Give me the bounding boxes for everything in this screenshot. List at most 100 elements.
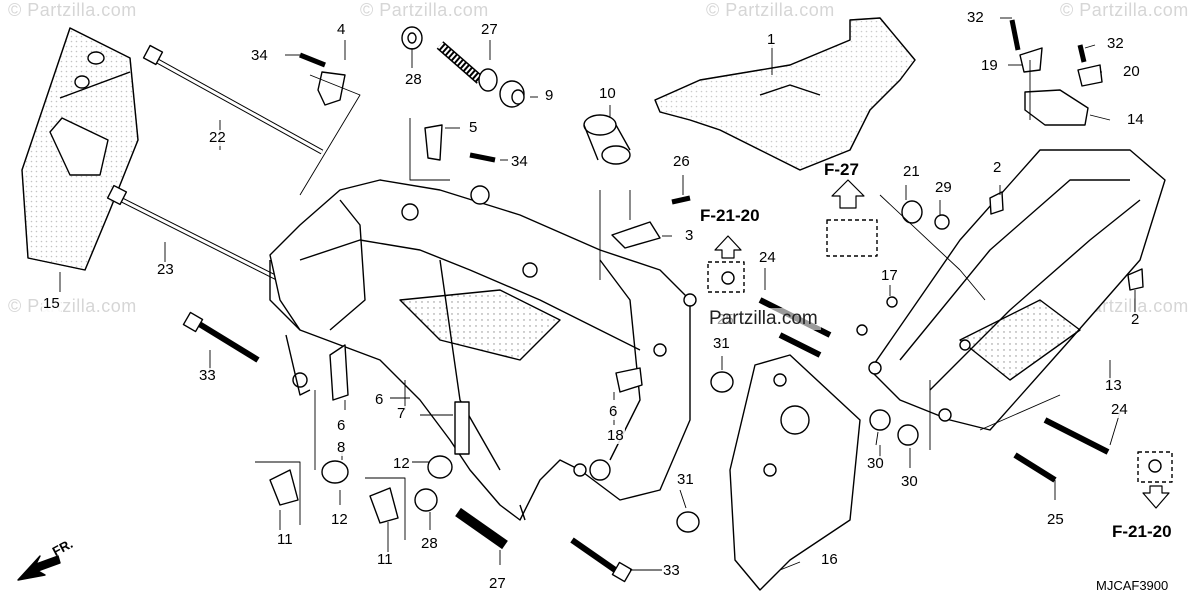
bolt-32b xyxy=(1077,44,1087,63)
cap-29 xyxy=(934,214,950,230)
part-number-28[interactable]: 28 xyxy=(404,71,423,88)
bolt-25 xyxy=(778,332,822,358)
collar-10 xyxy=(583,114,631,165)
figure-code: MJCAF3900 xyxy=(1096,578,1169,593)
part-number-22[interactable]: 22 xyxy=(208,129,227,146)
watermark-main: Partzilla.com xyxy=(706,308,821,330)
clamp-20 xyxy=(1077,64,1103,87)
part-number-31[interactable]: 31 xyxy=(712,335,731,352)
part-number-26[interactable]: 26 xyxy=(672,153,691,170)
part-number-17[interactable]: 17 xyxy=(880,267,899,284)
part-number-30[interactable]: 30 xyxy=(866,455,885,472)
watermark: © Partzilla.com xyxy=(360,0,489,20)
bracket-4 xyxy=(317,71,346,106)
watermark: © Partzilla.com xyxy=(1060,0,1189,20)
part-number-7[interactable]: 7 xyxy=(396,405,407,422)
bracket-5 xyxy=(424,124,443,161)
part-number-12[interactable]: 12 xyxy=(330,511,349,528)
nut-28 xyxy=(401,26,423,50)
ref-label-f2120[interactable]: F-21-20 xyxy=(700,206,760,225)
part-number-6[interactable]: 6 xyxy=(608,403,619,420)
part-number-33[interactable]: 33 xyxy=(198,367,217,384)
nut-31b xyxy=(676,511,700,533)
front-arrow-icon xyxy=(17,555,61,581)
part-number-21[interactable]: 21 xyxy=(902,163,921,180)
bolt-34-top xyxy=(299,52,326,68)
part-number-29[interactable]: 29 xyxy=(934,179,953,196)
ref-label-f27[interactable]: F-27 xyxy=(824,160,859,179)
part-number-6[interactable]: 6 xyxy=(374,391,385,408)
adjuster-bolt-27-bottom xyxy=(455,507,508,550)
part-number-31[interactable]: 31 xyxy=(676,471,695,488)
part-number-12[interactable]: 12 xyxy=(392,455,411,472)
bolt-33-left xyxy=(194,319,260,363)
part-number-9[interactable]: 9 xyxy=(544,87,555,104)
part-number-3[interactable]: 3 xyxy=(684,227,695,244)
rubber-6b xyxy=(615,367,643,393)
collar-8 xyxy=(321,460,349,484)
bolt-32a xyxy=(1009,19,1021,51)
part-number-16[interactable]: 16 xyxy=(820,551,839,568)
part-number-4[interactable]: 4 xyxy=(336,21,347,38)
part-number-15[interactable]: 15 xyxy=(42,295,61,312)
part-number-25[interactable]: 25 xyxy=(1046,511,1065,528)
rubber-7 xyxy=(454,401,470,455)
watermark: © Partzilla.com xyxy=(8,0,137,20)
part-number-28[interactable]: 28 xyxy=(420,535,439,552)
ref-box-f2120-a xyxy=(707,261,745,293)
part-number-33[interactable]: 33 xyxy=(662,562,681,579)
part-number-32[interactable]: 32 xyxy=(1106,35,1125,52)
part-number-19[interactable]: 19 xyxy=(980,57,999,74)
long-bolt-23 xyxy=(106,184,287,285)
part-number-10[interactable]: 10 xyxy=(598,85,617,102)
part-number-14[interactable]: 14 xyxy=(1126,111,1145,128)
bolt-26 xyxy=(671,195,691,205)
collar-30b xyxy=(897,424,919,446)
clamp-11a xyxy=(269,469,299,506)
bracket-14 xyxy=(1024,89,1089,126)
part-number-30[interactable]: 30 xyxy=(900,473,919,490)
collar-12 xyxy=(427,455,453,479)
bolt-33-bottom xyxy=(570,537,620,575)
label-2b xyxy=(1127,268,1144,291)
nut-31a xyxy=(710,371,734,393)
part-number-27[interactable]: 27 xyxy=(488,575,507,592)
side-cover-16 xyxy=(729,354,861,591)
grommet-9 xyxy=(499,80,525,108)
bolt-24b xyxy=(1043,417,1110,455)
rubber-6a xyxy=(329,344,349,401)
watermark: © Partzilla.com xyxy=(706,0,835,20)
part-number-6[interactable]: 6 xyxy=(336,417,347,434)
nut-28b xyxy=(414,488,438,512)
part-number-13[interactable]: 13 xyxy=(1104,377,1123,394)
part-number-20[interactable]: 20 xyxy=(1122,63,1141,80)
part-number-5[interactable]: 5 xyxy=(468,119,479,136)
part-number-11[interactable]: 11 xyxy=(376,551,394,568)
heat-shield-1 xyxy=(654,17,916,171)
ref-box-f2120-b xyxy=(1137,451,1173,483)
part-number-32[interactable]: 32 xyxy=(966,9,985,26)
part-number-8[interactable]: 8 xyxy=(336,439,347,456)
part-number-27[interactable]: 27 xyxy=(480,21,499,38)
part-number-1[interactable]: 1 xyxy=(766,31,777,48)
part-number-34[interactable]: 34 xyxy=(250,47,269,64)
label-2a xyxy=(989,191,1004,215)
bolt-25b xyxy=(1013,452,1057,483)
bolt-34-mid xyxy=(469,152,496,163)
ref-label-f2120[interactable]: F-21-20 xyxy=(1112,522,1172,541)
sub-frame-13 xyxy=(868,149,1166,431)
clamp-11b xyxy=(369,487,399,524)
part-number-2[interactable]: 2 xyxy=(992,159,1003,176)
part-number-23[interactable]: 23 xyxy=(156,261,175,278)
bushing-21 xyxy=(901,200,923,224)
long-bolt-22 xyxy=(142,44,324,155)
part-number-24[interactable]: 24 xyxy=(758,249,777,266)
seat-foam-pad-15 xyxy=(21,27,139,271)
bracket-3 xyxy=(611,221,661,249)
part-number-34[interactable]: 34 xyxy=(510,153,529,170)
part-number-2[interactable]: 2 xyxy=(1130,311,1141,328)
part-number-24[interactable]: 24 xyxy=(1110,401,1129,418)
part-number-11[interactable]: 11 xyxy=(276,531,294,548)
part-number-18[interactable]: 18 xyxy=(606,427,625,444)
